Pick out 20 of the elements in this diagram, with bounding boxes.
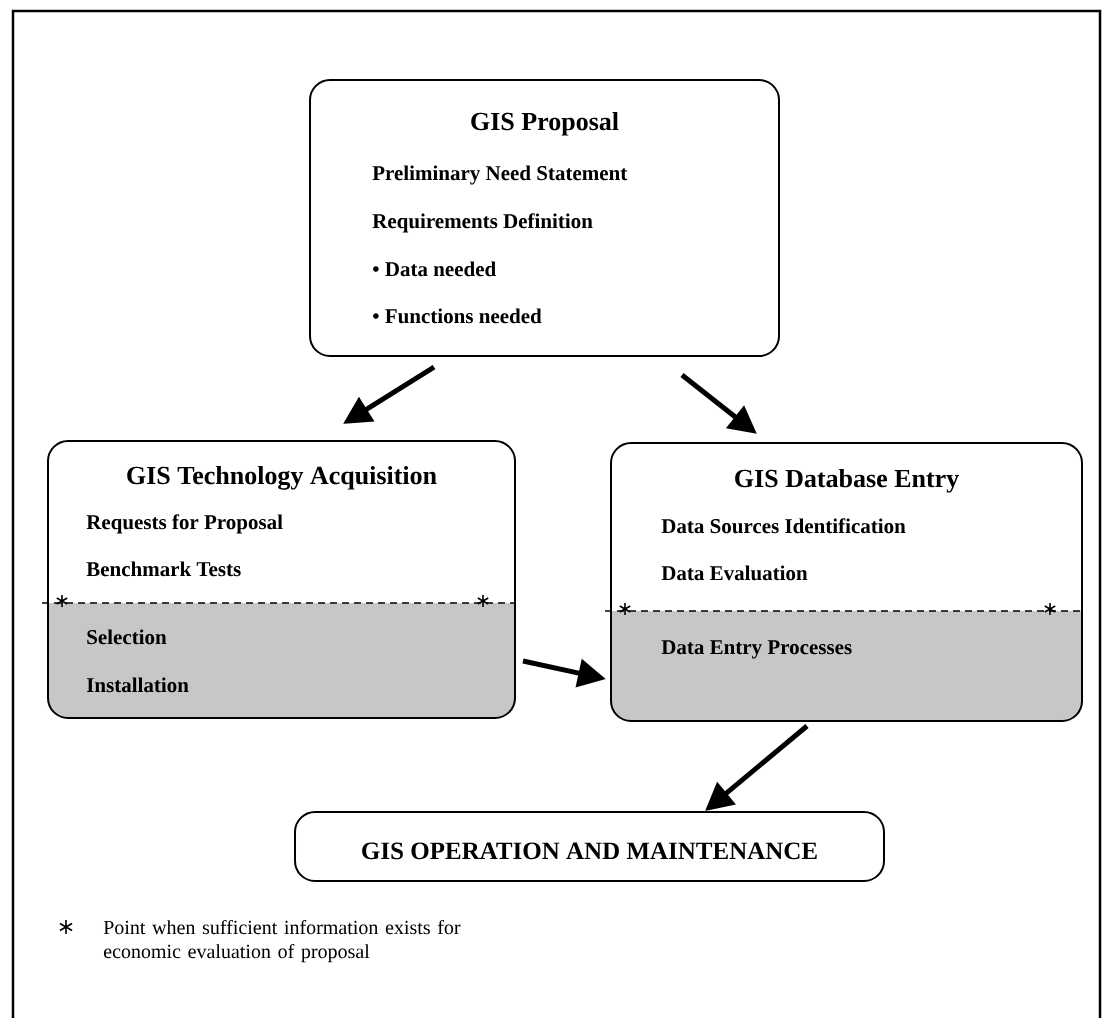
box-item: Installation <box>86 677 189 693</box>
box-item: • Data needed <box>373 261 496 277</box>
process-box <box>294 811 885 882</box>
legend-text: Point when sufficient information exists for economic evaluation of proposal <box>103 919 461 963</box>
box-label: GIS OPERATION AND MAINTENANCE <box>362 842 817 860</box>
box-item: Preliminary Need Statement <box>372 165 628 185</box>
box-heading: GIS Technology Acquisition <box>127 465 437 490</box>
box-item: Benchmark Tests <box>86 561 241 577</box>
process-box <box>41 440 516 719</box>
box-heading: GIS Database Entry <box>735 468 959 493</box>
process-box <box>309 79 780 357</box>
process-box <box>604 442 1083 722</box>
box-item: Data Evaluation <box>661 565 808 581</box>
box-heading: GIS Proposal <box>471 111 619 136</box>
box-item: Data Sources Identification <box>661 518 906 534</box>
box-item: Selection <box>87 629 167 645</box>
box-item: Data Entry Processes <box>661 640 852 659</box>
box-item: Requirements Definition <box>372 213 593 233</box>
box-item: Requests for Proposal <box>86 514 283 534</box>
box-item: • Functions needed <box>373 308 542 324</box>
